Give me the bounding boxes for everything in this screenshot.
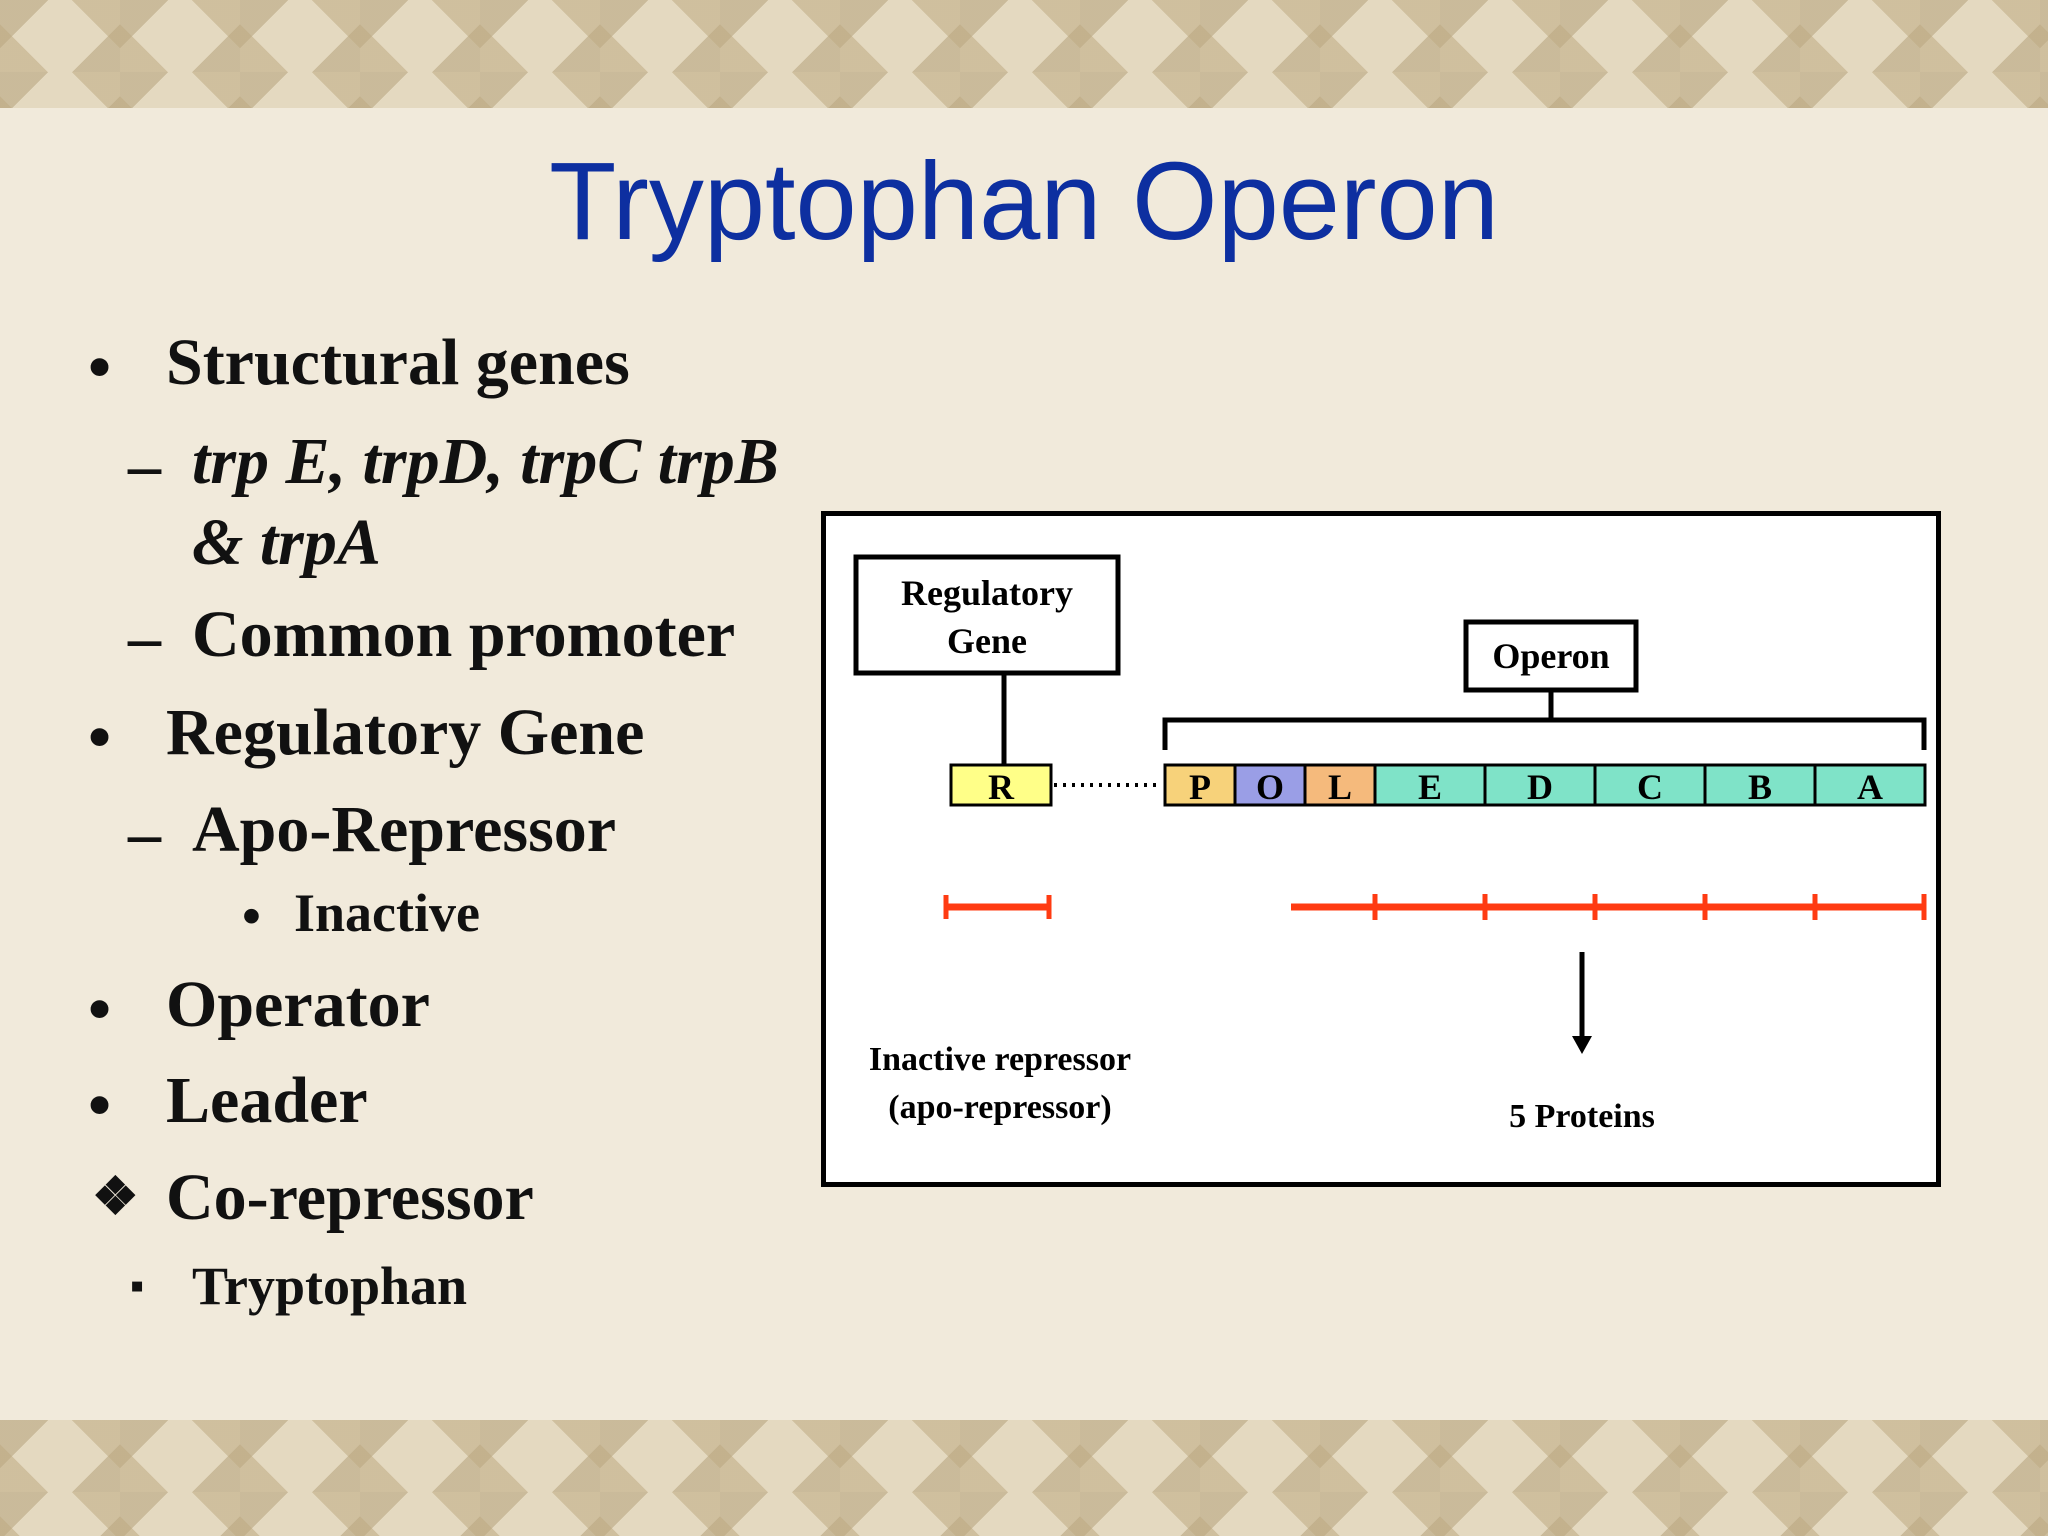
gene-segment-e: [1373, 763, 1487, 807]
sub-bullet-apo-repressor: Apo-Repressor: [192, 793, 617, 866]
translation-arrow-head: [1572, 1036, 1592, 1054]
bullet-marker: •: [88, 331, 112, 404]
bullet-marker: •: [88, 973, 112, 1046]
bullet-marker: •: [88, 1069, 112, 1142]
regulatory-gene-label-line1: Regulatory: [901, 573, 1073, 613]
slide-title: Tryptophan Operon: [549, 140, 1499, 263]
gene-segment-o: [1233, 763, 1307, 807]
dash-marker: –: [128, 429, 161, 502]
gene-segment-b: [1703, 763, 1817, 807]
gene-segment-label-r: R: [988, 767, 1015, 807]
operon-label: Operon: [1492, 636, 1609, 676]
operon-diagram: Regulatory Gene Operon R P O L E D C B A Inactiv…: [821, 511, 1941, 1187]
bullet-structural-genes: Structural genes: [166, 326, 630, 399]
bullet-operator: Operator: [166, 968, 430, 1041]
operon-label-box: [1463, 619, 1639, 693]
gene-segment-label-b: B: [1748, 767, 1772, 807]
mrna-transcripts: [943, 894, 1927, 920]
sub-bullet-tryptophan: Tryptophan: [192, 1256, 468, 1316]
sub-bullet-genes-line1: trp E, trpD, trpC trpB: [192, 425, 779, 498]
gene-segment-c: [1593, 763, 1707, 807]
inactive-repressor-label-line1: Inactive repressor: [869, 1041, 1131, 1078]
bullet-co-repressor: Co-repressor: [166, 1161, 534, 1234]
operon-bracket: [1162, 717, 1927, 750]
sub-bullet-genes-line2: & trpA: [192, 506, 381, 579]
gene-segment-a: [1813, 763, 1927, 807]
gene-segment-label-a: A: [1857, 767, 1883, 807]
diamond-marker: ❖: [92, 1169, 139, 1226]
bullet-marker: •: [242, 886, 261, 946]
gene-segment-label-d: D: [1527, 767, 1553, 807]
decorative-top-border: [0, 0, 2048, 108]
decorative-bottom-border: [0, 1420, 2048, 1536]
gene-segment-label-e: E: [1418, 767, 1442, 807]
dash-marker: –: [128, 601, 161, 674]
bullet-list: • Structural genes – trp E, trpD, trpC t…: [0, 0, 820, 1400]
gene-segment-label-o: O: [1256, 767, 1284, 807]
gene-segment-p: [1163, 763, 1237, 807]
gene-segment-label-l: L: [1328, 767, 1352, 807]
inactive-repressor-label-line2: (apo-repressor): [888, 1089, 1111, 1126]
gene-segment-label-c: C: [1637, 767, 1663, 807]
sub-sub-bullet-inactive: Inactive: [294, 883, 480, 943]
regulatory-gene-label-line2: Gene: [947, 621, 1027, 661]
proteins-label: 5 Proteins: [1509, 1098, 1655, 1135]
square-marker: ▪: [130, 1263, 145, 1308]
bullet-regulatory-gene: Regulatory Gene: [166, 696, 645, 769]
sub-bullet-common-promoter: Common promoter: [192, 598, 736, 671]
gene-segment-label-p: P: [1189, 767, 1211, 807]
bullet-marker: •: [88, 701, 112, 774]
bullet-leader: Leader: [166, 1064, 368, 1137]
operon-diagram-svg: Regulatory Gene Operon R P O L E D C B A Inactiv…: [853, 554, 1927, 1135]
gene-segment-r: [949, 763, 1053, 807]
dash-marker: –: [128, 797, 161, 870]
regulatory-gene-box: [853, 554, 1121, 676]
